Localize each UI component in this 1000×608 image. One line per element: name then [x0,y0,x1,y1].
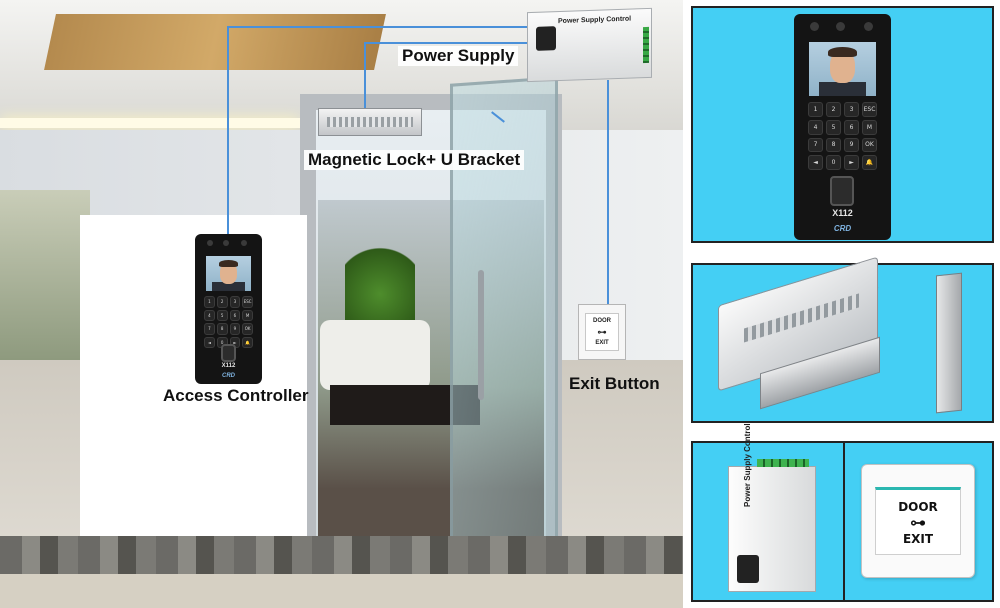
keypad-key: 🔔 [862,155,877,170]
keypad-key: 5 [826,119,841,135]
keypad-key: 3 [844,102,859,117]
keypad-key: ESC [242,296,253,308]
keypad-key: ► [844,155,859,170]
keypad-key: OK [242,323,253,335]
keypad-key: 2 [216,296,228,308]
hand-logo-icon [536,26,556,51]
exit-exit-text: EXIT [902,532,934,546]
exit-door-text: DOOR [898,500,938,514]
exit-button-product: DOOR ⊶ EXIT [861,464,975,578]
key-icon: ⊶ [597,327,607,337]
label-magnetic-lock: Magnetic Lock+ U Bracket [304,150,525,170]
keypad-key: 2 [826,102,841,117]
keypad-key: 5 [216,309,228,321]
wire-lock-vertical [364,42,366,108]
face-screen [206,256,251,291]
magnetic-lock [318,108,422,136]
person-hair [219,260,238,267]
keypad-key: ◄ [808,155,823,170]
exit-exit-text: EXIT [595,340,609,346]
stone-base [0,536,683,574]
device-model: X112 [832,208,853,218]
person-shirt [212,282,245,291]
wire-controller-vertical [227,26,229,234]
floor-strip [0,574,683,608]
keypad-key: 6 [844,119,859,135]
wire-controller-top [227,26,529,28]
power-supply-product: Power Supply Control [728,423,816,592]
psu-title: Power Supply Control [743,423,752,507]
psu-title: Power Supply Control [558,15,632,26]
fingerprint-sensor [830,176,854,206]
device-brand: CRD [222,373,235,379]
keypad-key: 4 [204,309,215,321]
white-wall-panel [80,215,307,540]
camera-icon [864,22,873,31]
keypad-key: ◄ [204,336,215,348]
person-hair [828,47,857,57]
keypad-key: ESC [862,102,877,117]
exit-door-text: DOOR [593,318,611,324]
ceiling-light [0,118,300,128]
door-handle [478,270,484,400]
key-icon: ⊶ [910,513,926,532]
sofa [320,320,430,390]
camera-icon [836,22,845,31]
keypad-key: 7 [204,323,215,335]
camera-icon [810,22,819,31]
label-power-supply: Power Supply [398,46,519,66]
wire-exit-vertical [607,80,609,306]
keypad-key: 1 [204,296,215,308]
keypad-key: 9 [229,323,241,335]
device-brand: CRD [833,224,852,233]
keypad-key: 7 [808,137,823,153]
camera-icon [241,240,247,246]
plant [345,240,415,330]
keypad-key: 🔔 [242,336,253,348]
fingerprint-sensor [221,344,236,362]
window-left [0,190,90,360]
exit-plate-large: DOOR ⊶ EXIT [875,487,961,555]
face-screen [809,42,876,96]
power-supply-unit: Power Supply Control [527,7,652,83]
camera-icon [223,240,229,246]
exit-button-device: DOOR ⊶ EXIT [578,304,626,360]
label-access-controller: Access Controller [163,386,309,405]
terminal-block [643,26,649,64]
keypad-key: 6 [229,309,241,321]
hand-logo-icon [737,555,759,583]
keypad-key: M [862,119,877,135]
exit-plate: DOOR ⊶ EXIT [585,313,619,351]
camera-icon [207,240,213,246]
keypad-key: 8 [216,323,228,335]
label-exit-button: Exit Button [569,374,660,393]
u-bracket [936,272,962,414]
keypad-key: OK [862,137,877,153]
terminal-block [757,459,809,467]
keypad-key: 9 [844,137,859,153]
ceiling-wood-panel [44,14,386,70]
keypad-key: 1 [808,102,823,117]
keypad-key: 4 [808,119,823,135]
keypad-key: 8 [826,137,841,153]
wire-lock-top [364,42,529,44]
panel-divider [843,441,845,602]
keypad-key: 0 [826,155,841,170]
keypad-key: 3 [229,296,241,308]
device-model: X112 [221,363,236,369]
person-face [220,262,237,284]
person-shirt [819,82,866,96]
keypad-key: M [242,309,253,321]
